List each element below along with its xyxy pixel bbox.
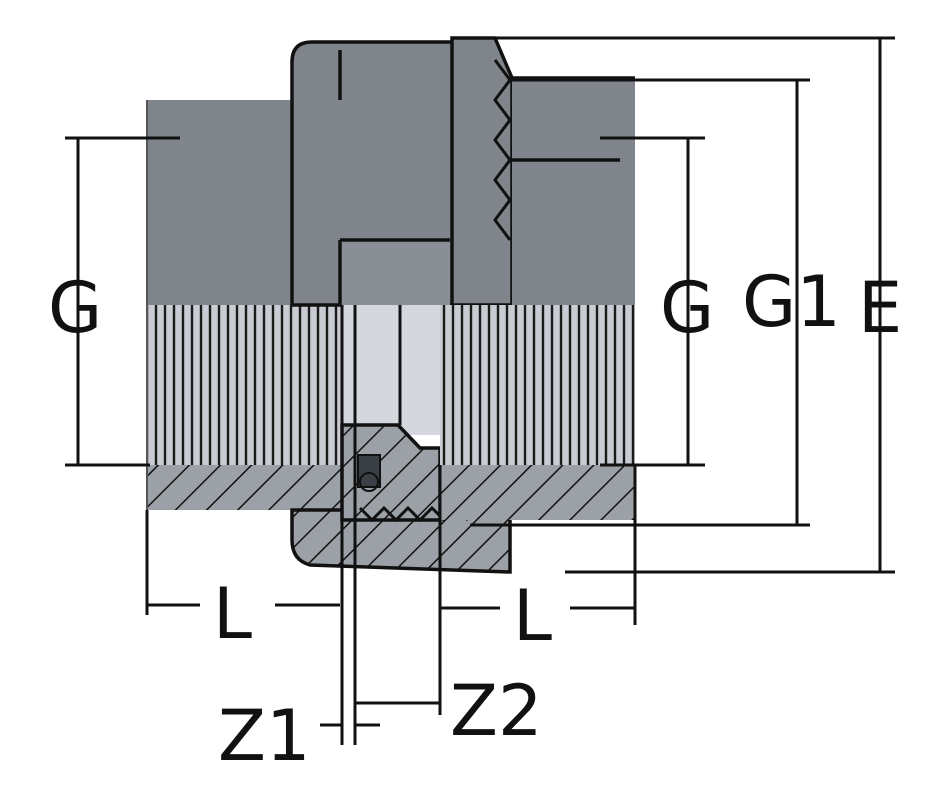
label-g1: G1 <box>742 261 841 343</box>
label-z1: Z1 <box>218 695 311 777</box>
dimension-lines <box>65 36 895 745</box>
label-g-right: G <box>660 267 714 349</box>
label-l-left: L <box>213 573 252 655</box>
label-l-right: L <box>513 575 552 657</box>
label-e: E <box>858 267 902 349</box>
label-z2: Z2 <box>450 670 543 752</box>
right-socket <box>440 36 635 520</box>
left-socket <box>146 100 342 510</box>
label-g-left: G <box>48 267 102 349</box>
center-insert <box>338 238 470 523</box>
